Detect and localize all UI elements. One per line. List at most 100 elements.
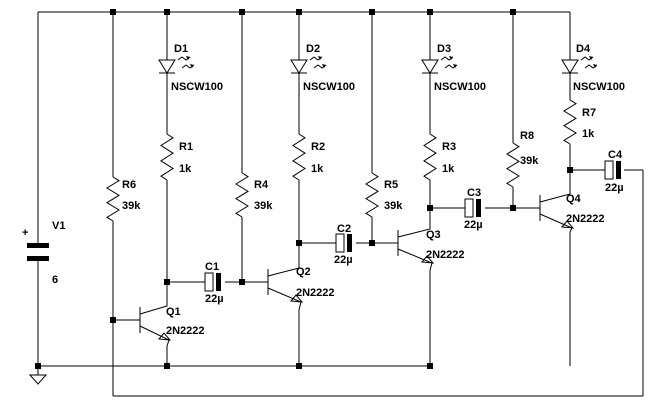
junction-dot [164, 363, 170, 369]
junction-dot [510, 205, 516, 211]
emitter-arrow [290, 294, 304, 303]
junction-dot [510, 9, 516, 15]
light-arrowhead [453, 64, 457, 68]
resistor-r7 [563, 99, 577, 145]
junction-dot [427, 205, 433, 211]
capacitor-plate [464, 198, 474, 218]
battery-plate [27, 243, 49, 248]
junction-dot [110, 317, 116, 323]
junction-dot [369, 9, 375, 15]
transistor-collector [539, 185, 571, 203]
label-d3-ref: D3 [437, 43, 451, 55]
label-c1-ref: C1 [205, 261, 219, 273]
transistor-emitter [139, 325, 170, 347]
junction-dot [110, 9, 116, 15]
ground-triangle [28, 374, 48, 385]
label-q4-ref: Q4 [566, 193, 582, 205]
label-r4-ref: R4 [254, 179, 269, 191]
emitter-arrow [561, 220, 575, 229]
resistor-zigzag [563, 99, 577, 145]
label-r7-ref: R7 [582, 107, 596, 119]
capacitor-c1 [204, 272, 221, 292]
label-d3-value: NSCW100 [434, 81, 486, 93]
label-q2-value: 2N2222 [296, 287, 335, 299]
label-v1-ref: V1 [52, 220, 65, 232]
label-q3-value: 2N2222 [426, 249, 465, 261]
label-q3-ref: Q3 [426, 229, 441, 241]
capacitor-plate [616, 161, 621, 179]
label-d4-value: NSCW100 [573, 81, 625, 93]
capacitor-plate [476, 199, 481, 217]
junction-dot [427, 363, 433, 369]
transistor-q1 [139, 296, 172, 347]
label-r8-value: 39k [520, 155, 539, 167]
junction-dot [369, 240, 375, 246]
label-d1-ref: D1 [174, 43, 188, 55]
label-d2-ref: D2 [306, 43, 320, 55]
resistor-zigzag [160, 133, 174, 181]
junction-dot [35, 363, 41, 369]
capacitor-c4 [604, 160, 621, 180]
transistor-q4 [539, 185, 575, 233]
resistor-zigzag [106, 176, 120, 222]
led-triangle [158, 59, 176, 74]
label-q4-value: 2N2222 [566, 213, 605, 225]
led-d1 [158, 55, 195, 80]
capacitor-plate [216, 273, 221, 291]
junction-dot [164, 279, 170, 285]
capacitor-c2 [335, 233, 352, 253]
resistor-zigzag [235, 172, 249, 218]
label-c4-ref: C4 [608, 149, 623, 161]
label-r5-ref: R5 [384, 179, 398, 191]
capacitor-plate [204, 272, 214, 292]
label-c2-value: 22µ [334, 254, 353, 266]
capacitor-plate [604, 160, 614, 180]
label-r6-ref: R6 [122, 179, 136, 191]
junction-dot [164, 9, 170, 15]
label-q2-ref: Q2 [296, 266, 311, 278]
label-q1-value: 2N2222 [166, 325, 205, 337]
label-c1-value: 22µ [205, 293, 224, 305]
resistor-r8 [506, 142, 520, 188]
label-r3-value: 1k [442, 163, 455, 175]
light-arrowhead [318, 56, 322, 60]
label-d1-value: NSCW100 [171, 81, 223, 93]
capacitor-c3 [464, 198, 481, 218]
light-arrowhead [589, 56, 593, 60]
resistor-r2 [292, 133, 306, 181]
component-labels: V16D1NSCW100D2NSCW100D3NSCW100D4NSCW100R… [52, 43, 625, 337]
transistor-q3 [397, 222, 435, 271]
label-c4-value: 22µ [605, 182, 624, 194]
junction-dot [427, 9, 433, 15]
ground-symbol [28, 374, 48, 385]
label-r8-ref: R8 [520, 130, 534, 142]
led-d3 [421, 55, 458, 80]
battery-v1: + [22, 227, 49, 270]
label-q1-ref: Q1 [166, 306, 181, 318]
label-d4-ref: D4 [576, 43, 591, 55]
transistor-collector [397, 222, 431, 238]
resistor-r1 [160, 133, 174, 181]
junction-dot [567, 167, 573, 173]
label-r6-value: 39k [122, 200, 141, 212]
led-triangle [421, 59, 439, 74]
light-arrowhead [593, 64, 597, 68]
capacitor-plate [335, 233, 345, 253]
emitter-arrow [158, 332, 172, 341]
components: + [22, 55, 621, 385]
battery-plus-sign: + [22, 227, 28, 239]
light-arrowhead [186, 56, 190, 60]
led-triangle [561, 59, 579, 74]
label-r5-value: 39k [384, 200, 403, 212]
light-arrowhead [322, 64, 326, 68]
label-c2-ref: C2 [337, 223, 351, 235]
resistor-r6 [106, 176, 120, 222]
label-r2-value: 1k [311, 163, 324, 175]
resistor-zigzag [506, 142, 520, 188]
wires [37, 11, 644, 397]
label-r2-ref: R2 [311, 141, 325, 153]
label-d2-value: NSCW100 [303, 81, 355, 93]
label-r7-value: 1k [582, 128, 595, 140]
junction-dot [239, 279, 245, 285]
emitter-arrow [421, 255, 435, 264]
